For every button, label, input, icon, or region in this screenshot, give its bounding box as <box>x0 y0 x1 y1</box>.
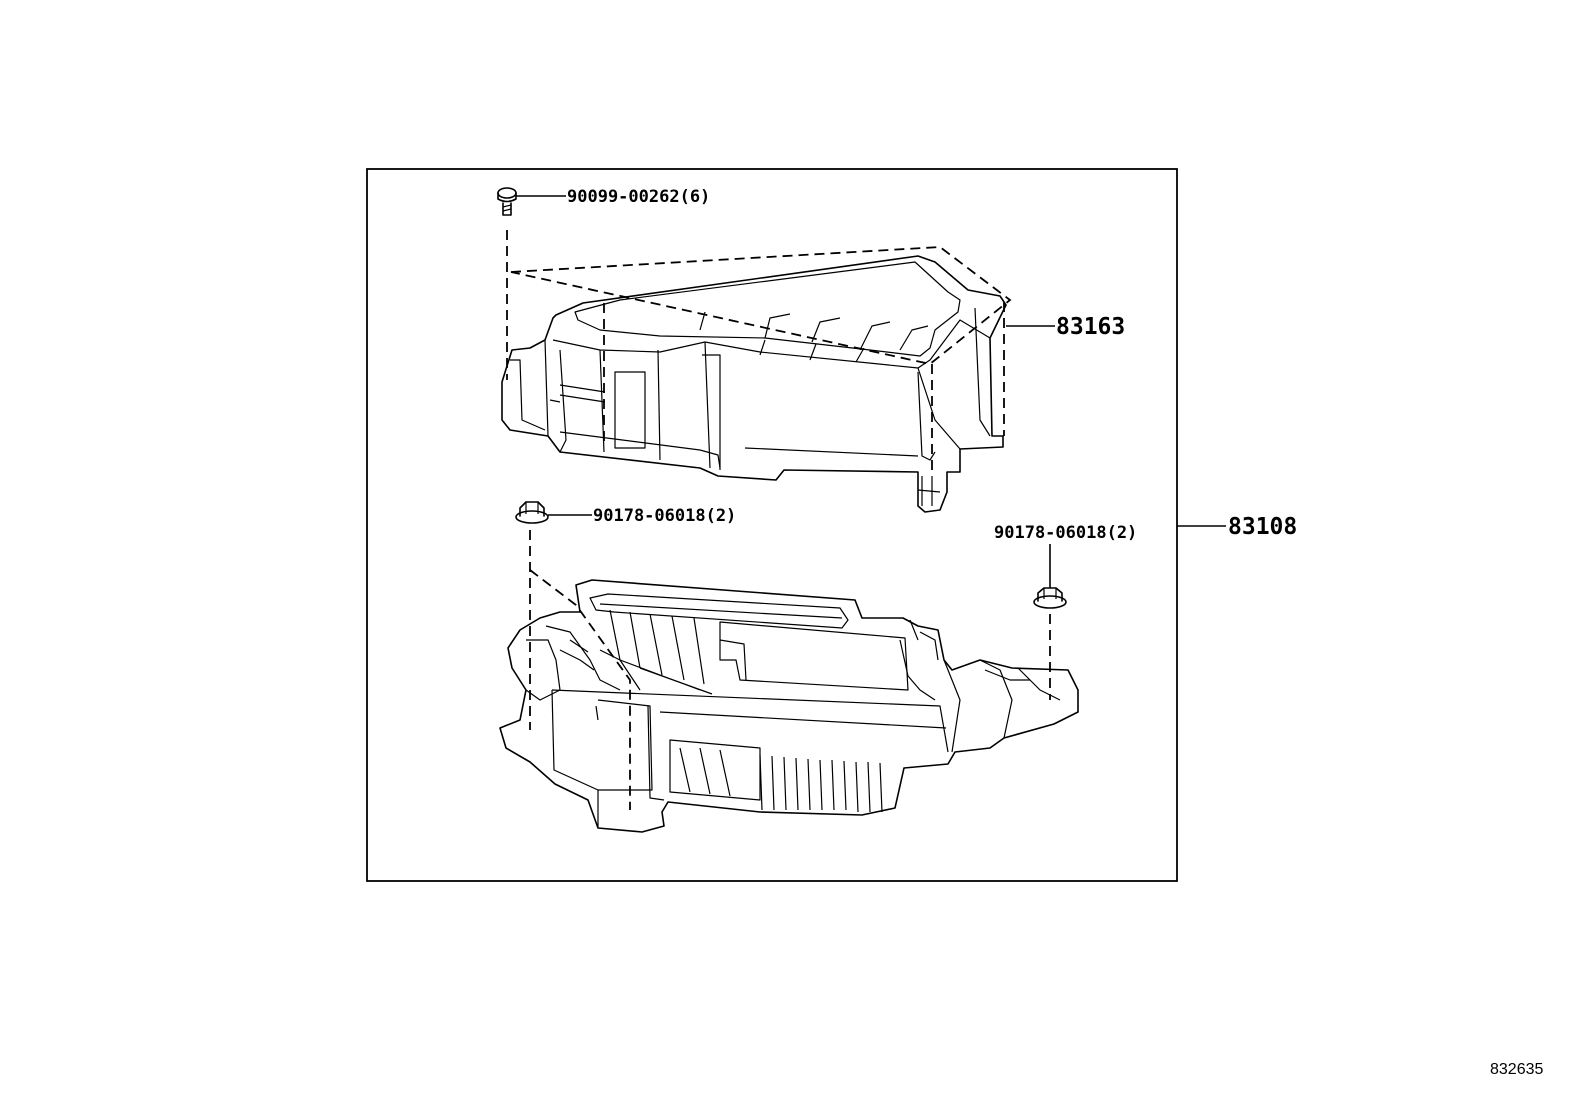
callout-nut-left: 90178-06018(2) <box>593 506 736 526</box>
assembly-frame <box>366 168 1178 882</box>
nut-icon-left <box>515 501 549 524</box>
nut-icon-right <box>1033 587 1067 609</box>
guide-dashed-upper-plane <box>510 246 1012 365</box>
callout-nut-right: 90178-06018(2) <box>994 523 1137 543</box>
guide-dashed-upper-drop <box>603 302 1005 470</box>
upper-case-part <box>501 255 1007 513</box>
callout-screw-top: 90099-00262(6) <box>567 187 710 207</box>
screw-icon <box>497 187 517 216</box>
callout-assembly: 83108 <box>1228 514 1297 540</box>
reference-code: 832635 <box>1490 1061 1543 1078</box>
guide-dashed-lower-plane <box>529 569 631 810</box>
callout-upper-case: 83163 <box>1056 314 1125 340</box>
lower-case-part <box>499 579 1079 833</box>
